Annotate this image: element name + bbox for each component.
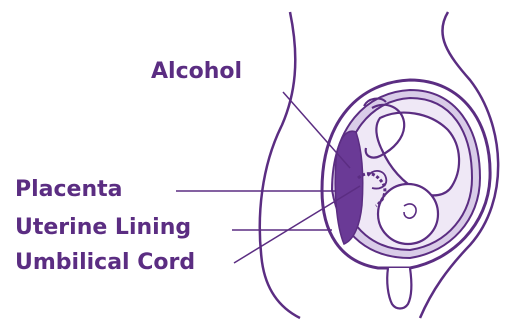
cervix-shape <box>387 268 411 309</box>
placenta-label: Placenta <box>15 177 123 203</box>
umbilical-cord-label: Umbilical Cord <box>15 250 195 276</box>
fetus-head <box>378 184 438 244</box>
mother-back-outline <box>260 12 300 318</box>
uterine-lining-label: Uterine Lining <box>15 215 191 241</box>
alcohol-label: Alcohol <box>151 59 242 85</box>
